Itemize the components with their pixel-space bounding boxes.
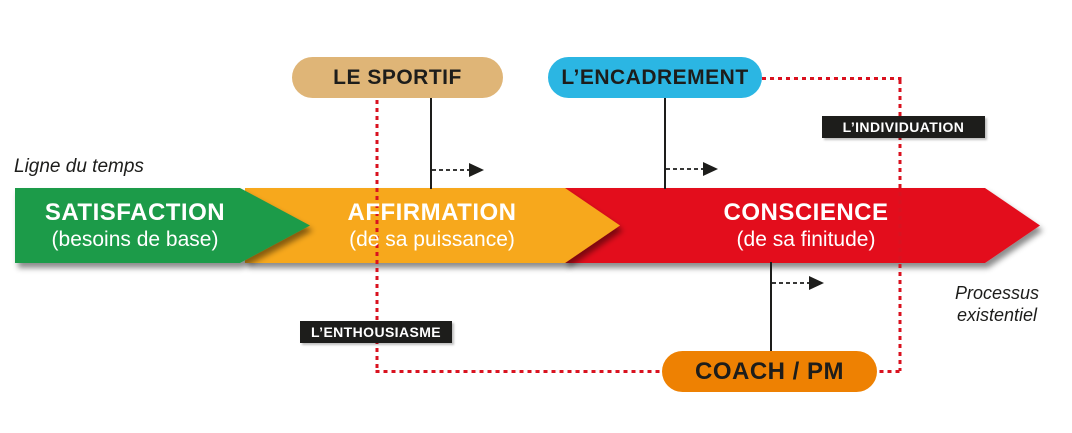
process-label-line1: Processus	[954, 283, 1040, 303]
tag-individuation: L’INDIVIDUATION	[822, 116, 985, 138]
timeline-label: Ligne du temps	[14, 156, 144, 177]
dashed-arrows	[432, 168, 809, 284]
pill-coach-pm: COACH / PM	[662, 351, 877, 392]
arrowhead-coach	[809, 276, 824, 290]
arrowhead-sportif	[469, 163, 484, 177]
tag-enthousiasme: L’ENTHOUSIASME	[300, 321, 452, 343]
stage-arrow-affirmation	[245, 188, 620, 263]
stage-arrow-conscience	[565, 188, 1040, 263]
process-label-line2: existentiel	[956, 305, 1038, 325]
arrowhead-encadrement	[703, 162, 718, 176]
process-label: Processus existentiel	[938, 282, 1056, 326]
solid-connectors	[430, 97, 772, 352]
pill-encadrement: L’ENCADREMENT	[548, 57, 762, 98]
dashed-arrowheads	[469, 162, 824, 290]
pill-le-sportif: LE SPORTIF	[292, 57, 503, 98]
stage-arrow-satisfaction	[15, 188, 310, 263]
